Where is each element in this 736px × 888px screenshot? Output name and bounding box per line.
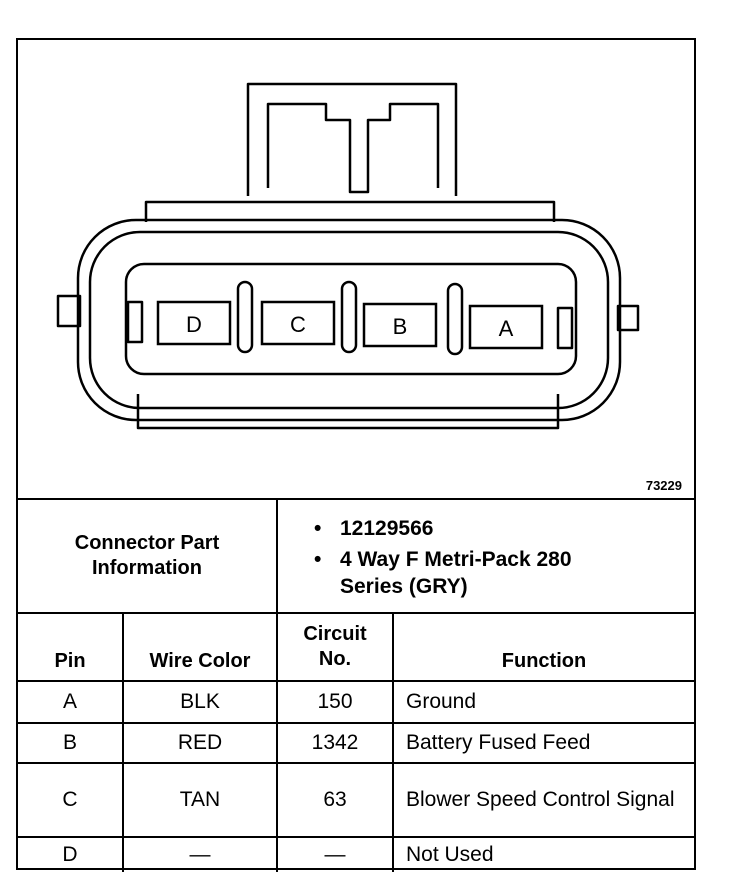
table-cell-pin: A [62,690,77,713]
table-cell-function: Not Used [406,843,494,866]
right-ear [616,304,640,332]
figure-number: 73229 [645,478,682,493]
column-header-wire-color: Wire Color [149,650,251,672]
bullet-icon: • [314,548,322,572]
connector-info-sheet: D C B A 73229 Connector Part Information… [16,38,696,872]
table-cell-wire-color: TAN [179,788,221,811]
column-header-function: Function [501,650,587,672]
table-cell-wire-color: BLK [180,690,220,713]
connector-end-view-diagram: D C B A [56,82,640,430]
table-cell-function: Blower Speed Control Signal [406,788,675,812]
part-description: 4 Way F Metri-Pack 280 Series (GRY) [340,548,572,598]
part-number: 12129566 [340,517,434,540]
part-info-label: Connector Part Information [74,532,220,579]
bullet-icon: • [314,517,322,540]
pin-cavity-D [156,300,232,346]
pin-cavity-C [260,300,336,346]
divider [276,498,278,614]
divider [18,762,694,764]
table-cell-function: Ground [406,690,477,713]
table-cell-circuit-no: 63 [323,788,347,811]
divider [18,836,694,838]
table-cell-circuit-no: 1342 [311,731,359,754]
table-cell-circuit-no: — [324,843,346,866]
part-info-item: • 4 Way F Metri-Pack 280 Series (GRY) [314,547,674,600]
divider [18,498,694,500]
table-cell-wire-color: — [189,843,211,866]
pin-cavity-body [124,262,578,376]
part-info-list: • 12129566 • 4 Way F Metri-Pack 280 Seri… [314,516,674,605]
connector-housing-outer [76,218,622,422]
pin-label-A: A [499,316,514,341]
divider [122,612,124,872]
left-ear [56,294,82,328]
table-cell-function: Battery Fused Feed [406,731,591,754]
divider [18,722,694,724]
table-cell-pin: D [62,843,78,866]
table-cell-pin: B [62,731,77,754]
locking-tab [246,82,458,196]
table-cell-wire-color: RED [177,731,223,754]
column-header-pin: Pin [54,650,86,672]
locking-tab-inner [266,102,440,194]
divider [18,612,694,614]
column-header-circuit-no: Circuit No. [303,623,367,670]
divider [276,612,278,872]
pin-label-D: D [186,312,202,337]
divider [18,680,694,682]
pin-cavity-B [362,302,438,348]
connector-housing-inner [88,230,610,410]
part-info-item: • 12129566 [314,516,674,542]
pin-cavity-A [468,304,544,350]
pin-label-B: B [393,314,408,339]
table-cell-pin: C [62,788,78,811]
pin-label-C: C [290,312,306,337]
divider [392,612,394,872]
table-cell-circuit-no: 150 [317,690,353,713]
